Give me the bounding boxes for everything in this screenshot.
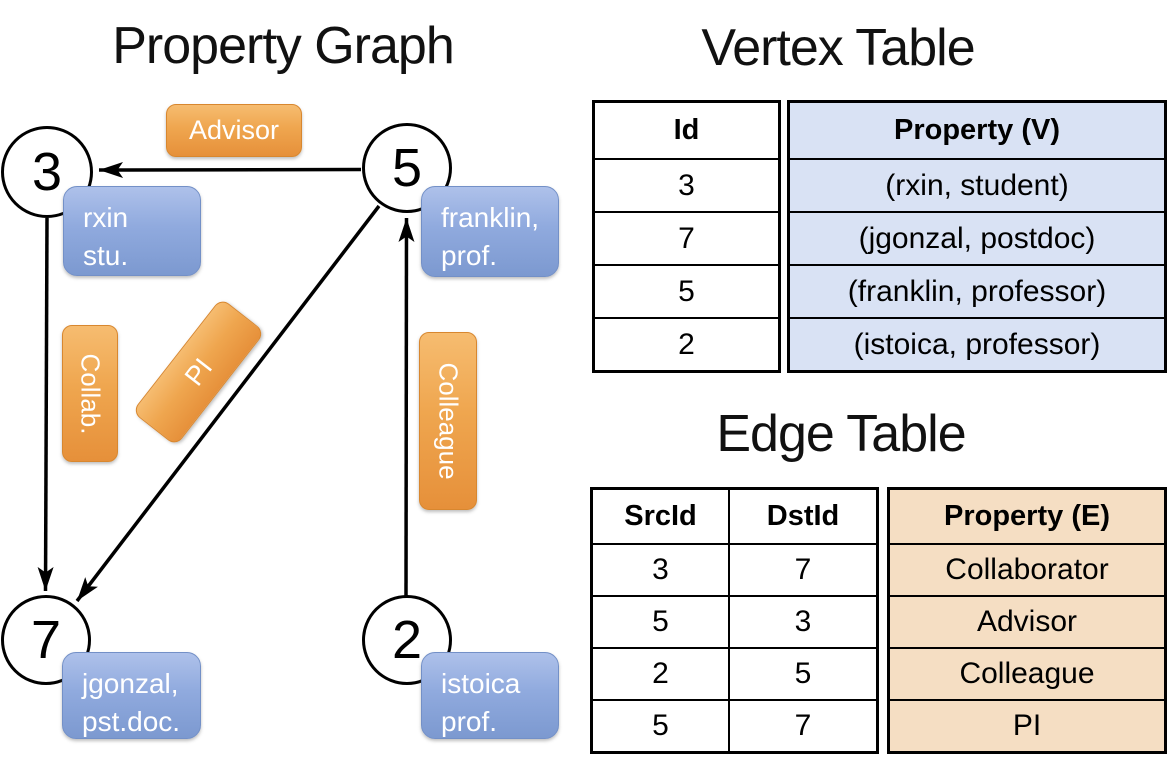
vertex-node-5-id: 5	[391, 138, 423, 198]
edge-label-colleague: Colleague	[419, 332, 477, 510]
vertex-table-title: Vertex Table	[701, 19, 975, 77]
table-row: 5 7	[593, 699, 876, 751]
vertex-label-rxin: rxin stu.	[63, 186, 201, 276]
edge-label-collab-text: Collab.	[75, 353, 106, 434]
vertex-label-franklin: franklin, prof.	[421, 186, 559, 277]
vertex-table-property-column: Property (V) (rxin, student) (jgonzal, p…	[787, 100, 1167, 373]
edge-5-to-3-advisor	[98, 161, 362, 178]
edge-table-id-headers: SrcId DstId	[593, 490, 876, 543]
edge-3-to-7-collab	[37, 217, 54, 592]
table-row: (franklin, professor)	[790, 264, 1164, 317]
table-row: 7	[595, 211, 778, 264]
vertex-label-rxin-line2: stu.	[83, 239, 129, 271]
table-row: 3	[595, 158, 778, 211]
table-row: 5	[595, 264, 778, 317]
srcid-header: SrcId	[624, 500, 697, 532]
vertex-label-jgonzal-line1: jgonzal,	[82, 668, 179, 699]
table-row: PI	[890, 699, 1164, 751]
table-row: Advisor	[890, 595, 1164, 647]
table-row: Collaborator	[890, 543, 1164, 595]
vertex-label-jgonzal: jgonzal, pst.doc.	[62, 652, 201, 739]
vertex-node-5: 5	[362, 123, 452, 213]
edge-label-pi-text: PI	[178, 352, 218, 391]
edge-table-property-header: Property (E)	[944, 500, 1110, 532]
edge-table-id-columns: SrcId DstId 3 7 5 3 2 5 5 7	[590, 487, 879, 754]
edge-table-property-column: Property (E) Collaborator Advisor Collea…	[887, 487, 1167, 754]
edge-label-collab: Collab.	[62, 325, 118, 462]
edge-label-advisor-text: Advisor	[188, 115, 280, 145]
vertex-label-istoica-line2: prof.	[441, 705, 498, 737]
table-row: (jgonzal, postdoc)	[790, 211, 1164, 264]
table-row: Colleague	[890, 647, 1164, 699]
table-row: (istoica, professor)	[790, 317, 1164, 370]
graph-edges-layer	[37, 161, 415, 603]
table-row: (rxin, student)	[790, 158, 1164, 211]
vertex-table-property-header: Property (V)	[894, 114, 1060, 146]
vertex-label-jgonzal-line2: pst.doc.	[82, 705, 181, 737]
table-row: 2	[595, 317, 778, 370]
vertex-table-id-header: Id	[673, 114, 700, 146]
edge-2-to-5-colleague	[398, 217, 415, 597]
vertex-label-istoica: istoica prof.	[421, 652, 559, 739]
vertex-label-istoica-line1: istoica	[441, 668, 521, 699]
edge-label-advisor: Advisor	[166, 104, 302, 157]
vertex-node-2-id: 2	[391, 610, 423, 670]
property-graph-title: Property Graph	[112, 17, 455, 75]
table-row: 5 3	[593, 595, 876, 647]
vertex-table-id-column: Id 3 7 5 2	[592, 100, 781, 373]
vertex-label-rxin-line1: rxin	[83, 202, 129, 233]
vertex-label-franklin-line2: prof.	[441, 239, 498, 271]
vertex-label-franklin-line1: franklin,	[441, 202, 540, 233]
edge-5-to-7-pi	[75, 204, 381, 603]
vertex-node-7-id: 7	[30, 610, 62, 670]
vertex-node-2: 2	[362, 595, 452, 685]
edge-table-title: Edge Table	[716, 405, 966, 463]
table-row: 2 5	[593, 647, 876, 699]
dstid-header: DstId	[728, 490, 876, 543]
edge-label-colleague-text: Colleague	[433, 362, 464, 480]
vertex-node-3-id: 3	[31, 142, 63, 202]
table-row: 3 7	[593, 543, 876, 595]
